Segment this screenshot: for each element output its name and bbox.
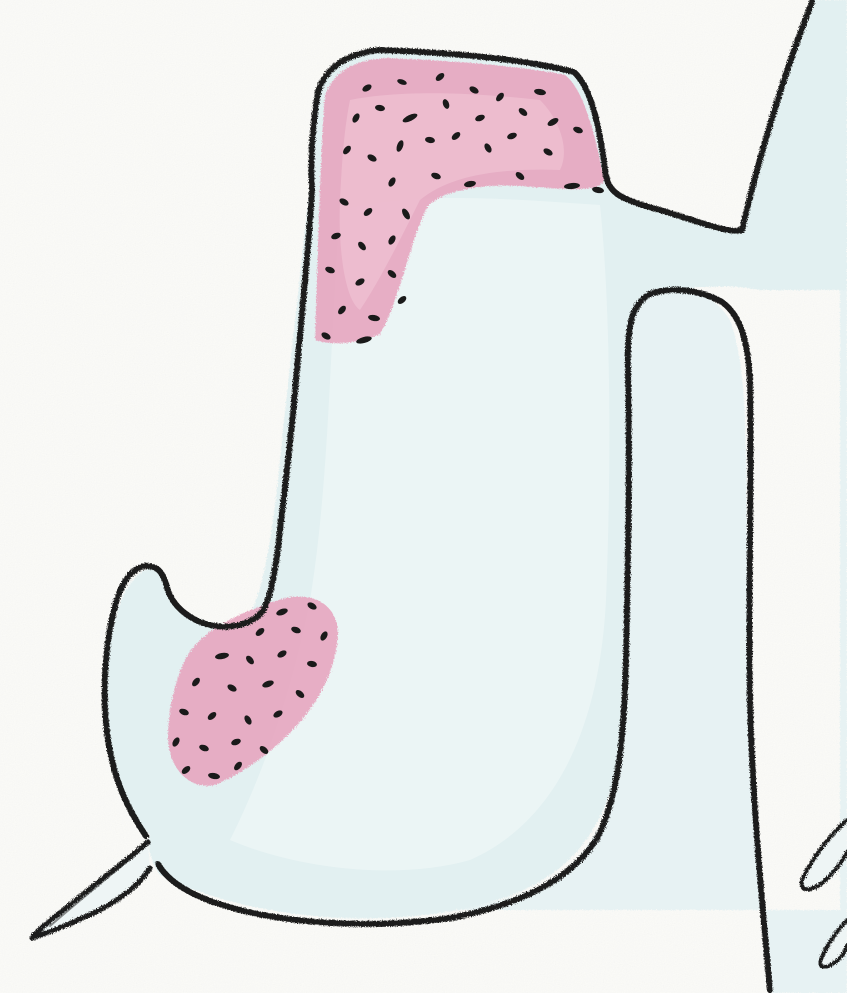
illustration-canvas — [0, 0, 847, 993]
hand-drawn-illustration — [0, 0, 847, 993]
